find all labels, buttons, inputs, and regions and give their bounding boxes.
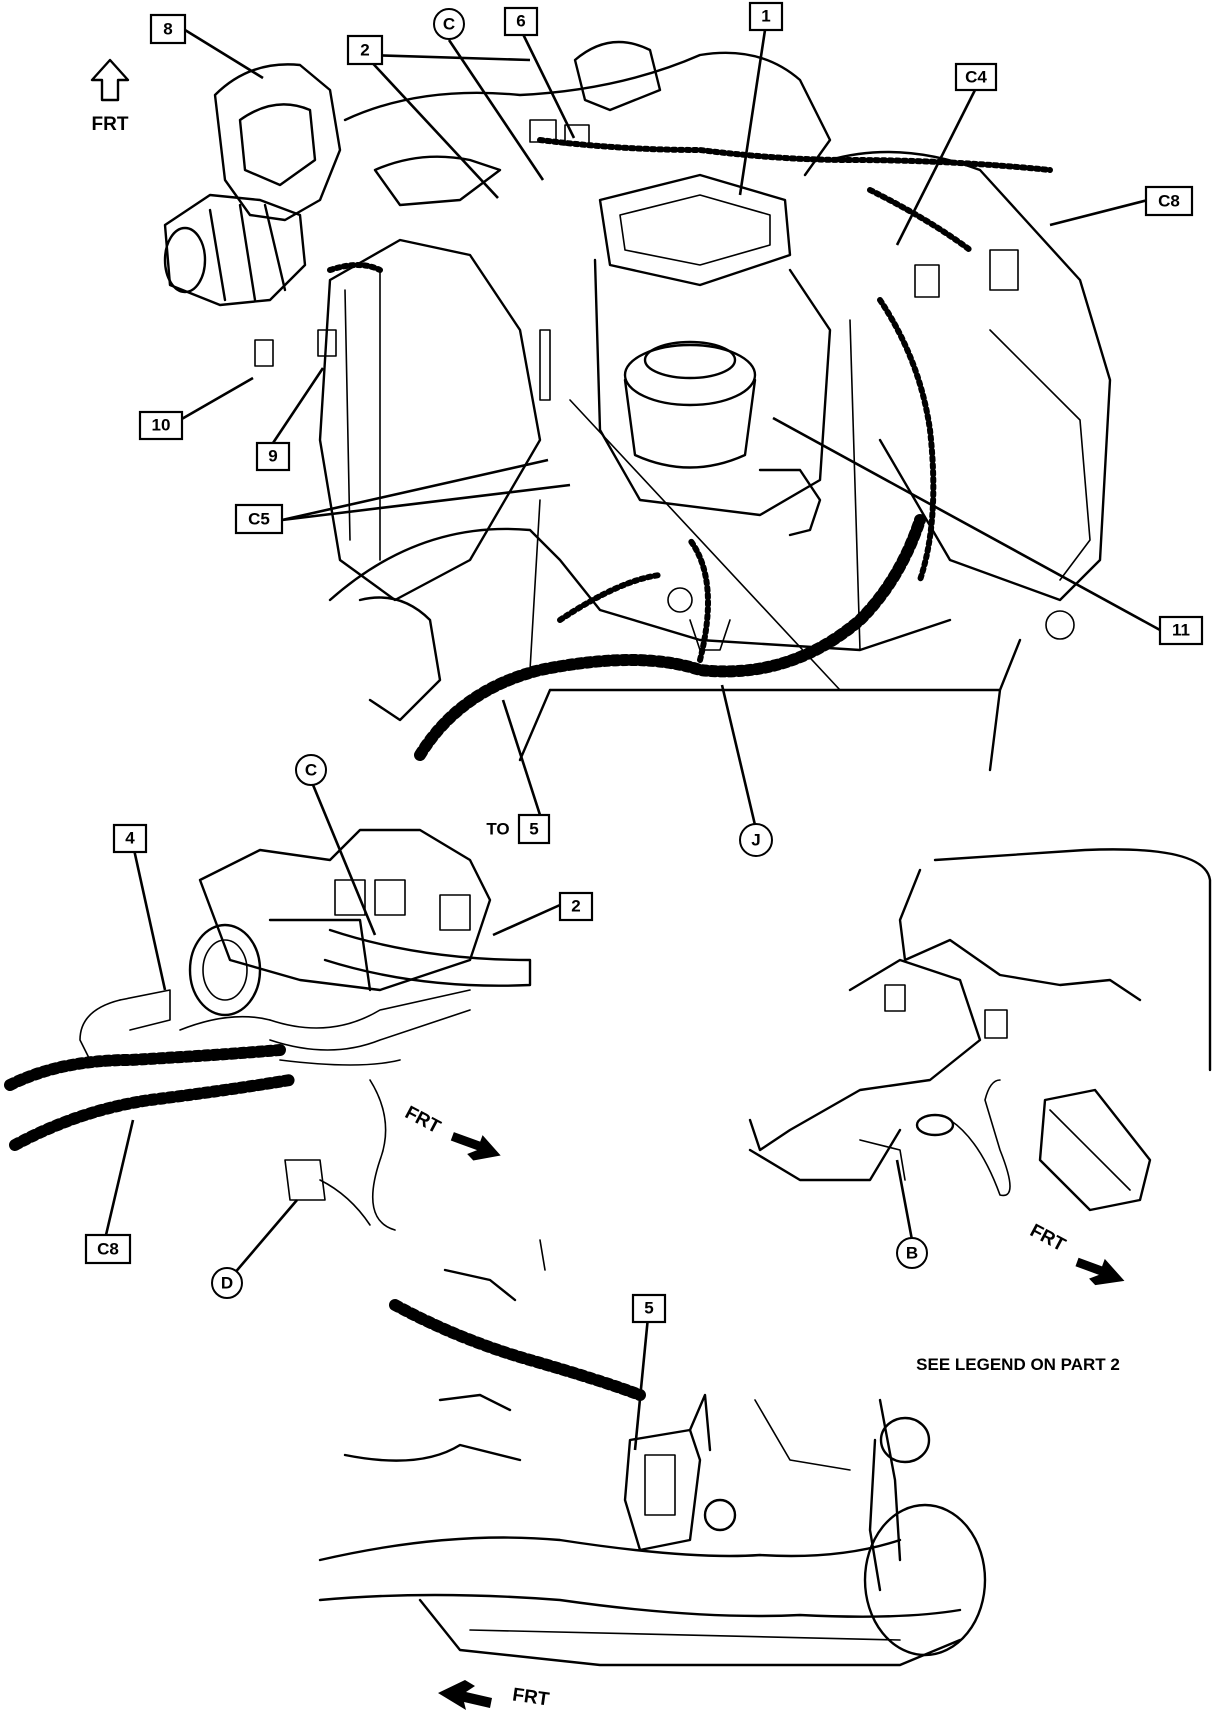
callout-c5-text: C5 (248, 510, 270, 529)
callout-2-mid-text: 2 (571, 897, 580, 916)
callout-2-top-text: 2 (360, 41, 369, 60)
callout-9: 9 (255, 441, 291, 472)
callout-1: 1 (748, 1, 784, 32)
callout-c-mid: C (295, 754, 327, 786)
callout-4: 4 (112, 823, 148, 854)
callout-b: B (896, 1237, 928, 1269)
callout-b-text: B (906, 1244, 918, 1263)
frt-label: FRT (401, 1102, 444, 1138)
callout-c-top: C (433, 8, 465, 40)
callout-11: 11 (1158, 615, 1204, 646)
callout-2-top: 2 (346, 34, 384, 66)
front-arrow-bottom: FRT (438, 1680, 551, 1711)
throttle-body-detail-view (4, 828, 532, 1231)
transmission-detail-view (318, 1239, 987, 1667)
callout-9-text: 9 (268, 447, 277, 466)
front-arrow-mid-right: FRT (1026, 1220, 1125, 1286)
frt-label: FRT (92, 114, 129, 135)
callout-c8-mid: C8 (84, 1233, 132, 1265)
callout-c-top-text: C (443, 15, 455, 34)
callout-10: 10 (138, 410, 184, 441)
callout-1-text: 1 (761, 7, 770, 26)
callout-c-mid-text: C (305, 761, 317, 780)
callout-6: 6 (503, 6, 539, 37)
callout-j: J (739, 823, 773, 857)
engine-top-view (163, 40, 1112, 772)
frt-label: FRT (1026, 1220, 1069, 1256)
callout-to-5-text: 5 (529, 820, 538, 839)
callout-c4: C4 (954, 62, 998, 92)
callout-4-text: 4 (125, 829, 135, 848)
callout-c8-mid-text: C8 (97, 1240, 119, 1259)
callout-to-text: TO (486, 820, 509, 839)
callout-j-text: J (751, 831, 760, 850)
callout-to-5: TO 5 (486, 813, 551, 845)
callout-2-mid: 2 (558, 891, 594, 922)
callout-11-text: 11 (1172, 621, 1190, 640)
front-arrow-mid-left: FRT (401, 1102, 501, 1161)
callout-6-text: 6 (516, 12, 525, 31)
sensor-detail-view (748, 848, 1212, 1212)
callout-5-bottom: 5 (631, 1293, 667, 1324)
callout-c5: C5 (234, 503, 284, 535)
callout-c8-top-text: C8 (1158, 192, 1180, 211)
callout-c8-top: C8 (1144, 185, 1194, 217)
callout-5-bottom-text: 5 (644, 1299, 653, 1318)
callout-d: D (211, 1267, 243, 1299)
front-arrow-top-left: FRT (90, 58, 130, 135)
legend-note: SEE LEGEND ON PART 2 (916, 1355, 1120, 1374)
callout-leaders (104, 28, 1161, 1451)
callout-c4-text: C4 (965, 68, 987, 87)
callout-d-text: D (221, 1274, 233, 1293)
callout-10-text: 10 (152, 416, 171, 435)
callout-8: 8 (149, 13, 187, 45)
callout-8-text: 8 (163, 20, 172, 39)
frt-label: FRT (511, 1685, 551, 1710)
